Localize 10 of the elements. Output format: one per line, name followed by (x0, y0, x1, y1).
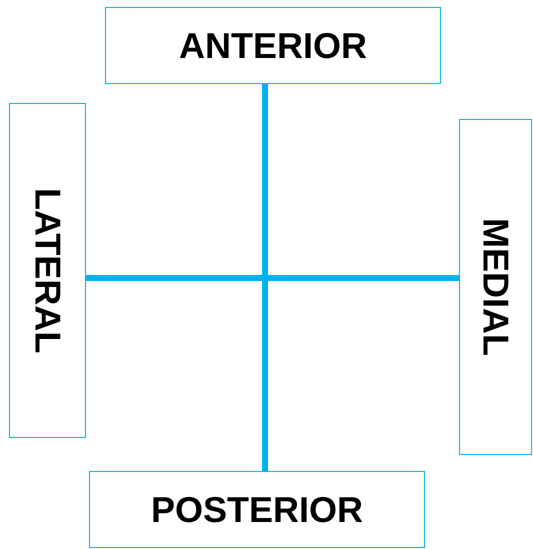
direction-label: LATERAL (30, 188, 66, 354)
direction-label: MEDIAL (478, 218, 514, 356)
connector-line (262, 84, 268, 471)
label-box (459, 119, 532, 455)
direction-label: POSTERIOR (150, 492, 364, 528)
connector-line (86, 275, 459, 281)
direction-label: ANTERIOR (179, 28, 367, 64)
label-box (89, 471, 425, 548)
label-box (9, 103, 86, 438)
label-box (105, 7, 441, 84)
